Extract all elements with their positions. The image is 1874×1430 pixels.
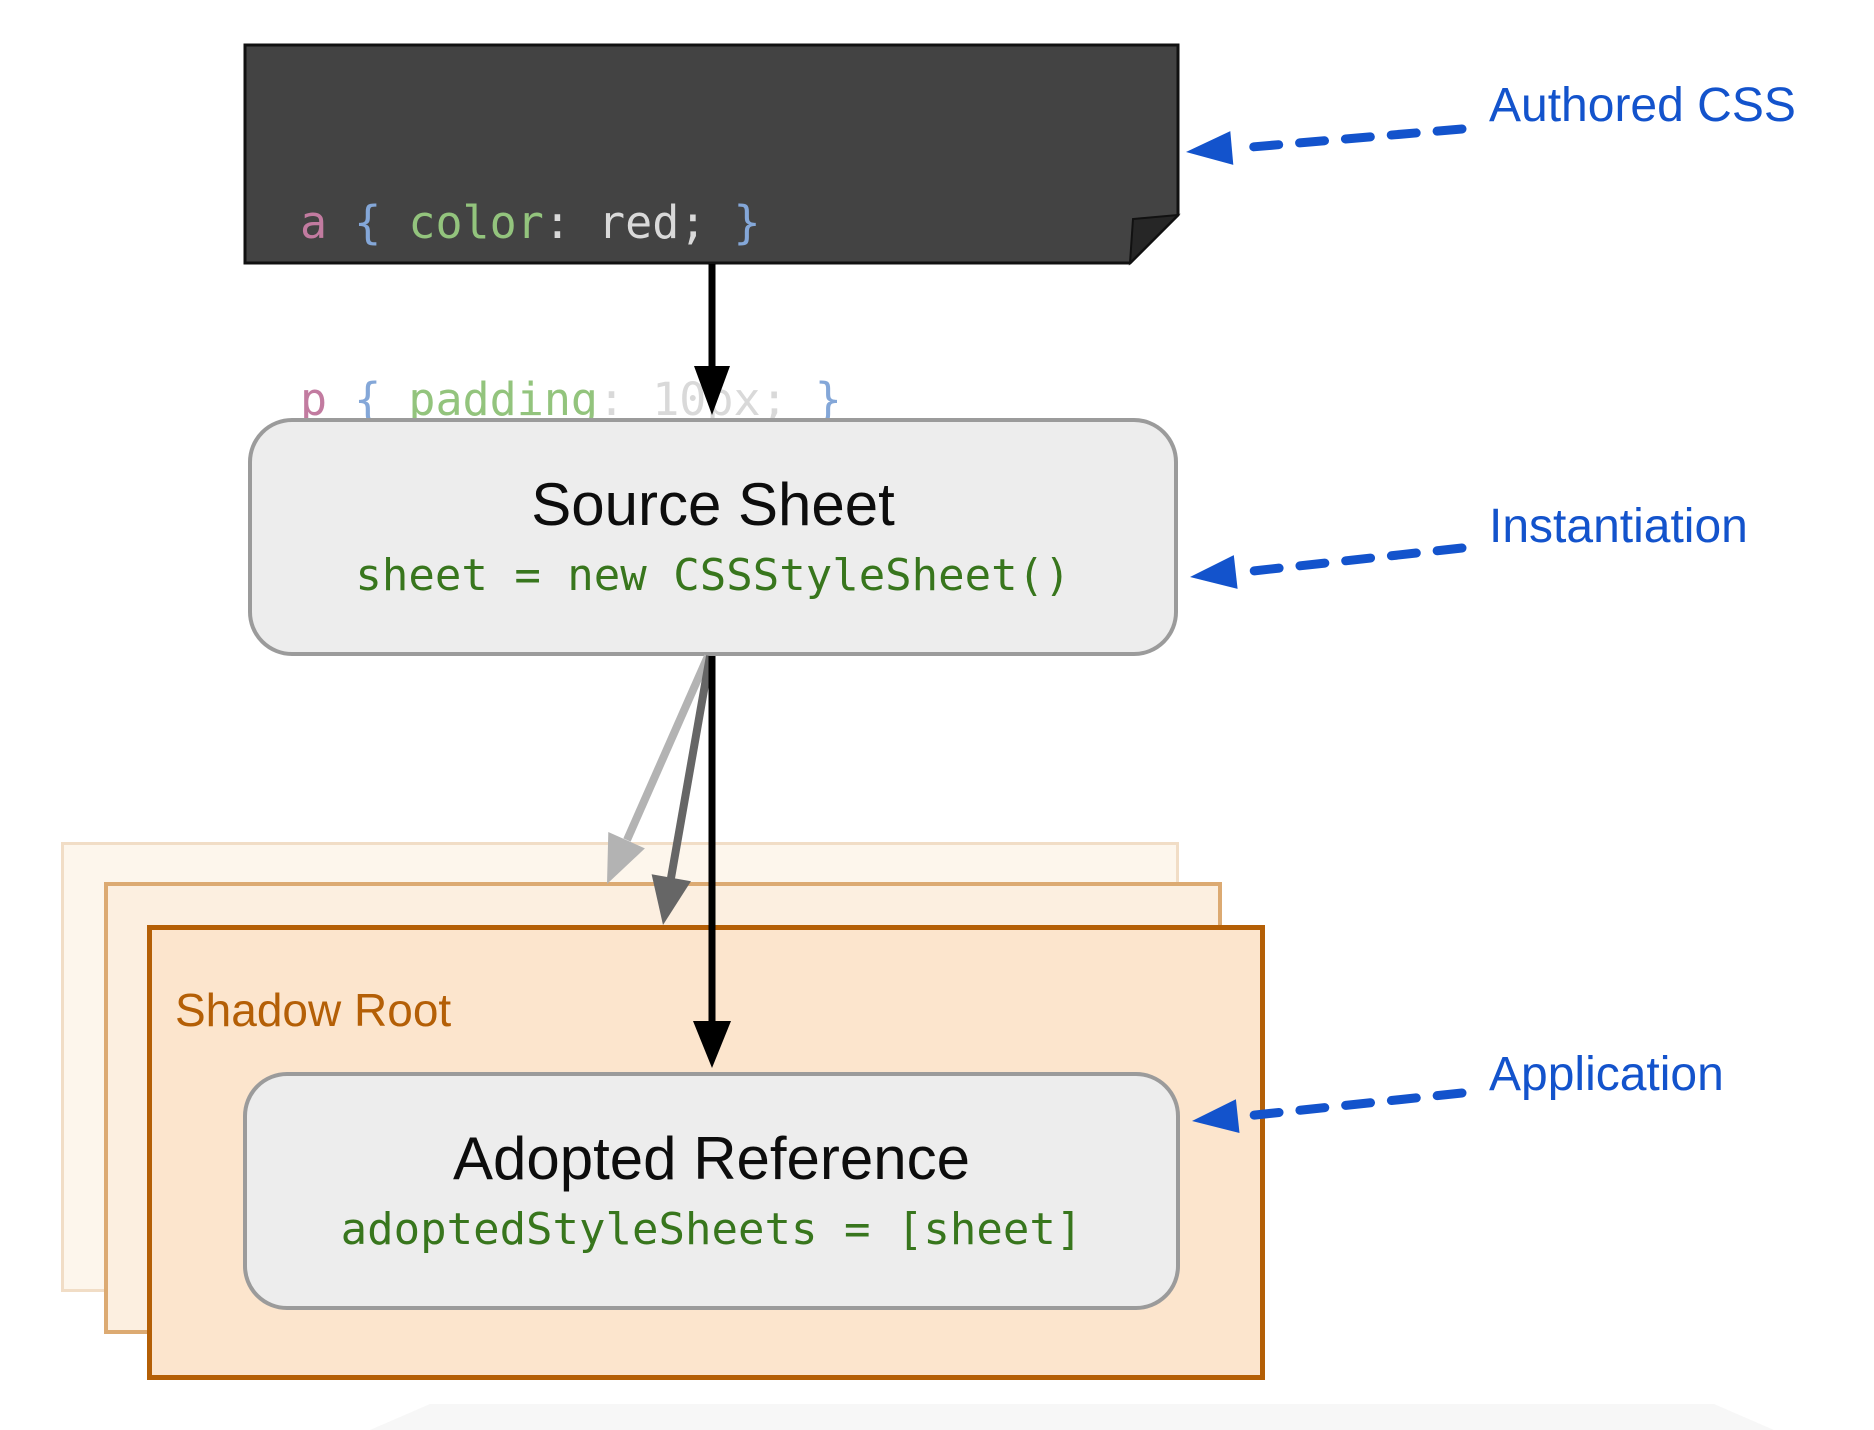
css-close-brace: } — [706, 196, 761, 249]
bottom-shelf-shape — [370, 1404, 1774, 1430]
css-selector: a — [300, 196, 328, 249]
css-open-brace: { — [327, 196, 409, 249]
annotation-application: Application — [1489, 1048, 1724, 1101]
annotation-arrow-instantiation — [1190, 543, 1467, 589]
annotation-arrow-authored-css — [1186, 124, 1467, 165]
css-semicolon: ; — [760, 373, 788, 426]
adopted-reference-code: adoptedStyleSheets = [sheet] — [340, 1204, 1083, 1255]
adopted-reference-title: Adopted Reference — [452, 1125, 971, 1192]
css-open-brace: { — [327, 373, 409, 426]
css-colon: : — [598, 373, 653, 426]
authored-css-code: a { color: red; } p { padding: 10px; } — [245, 45, 1178, 426]
css-property: color — [408, 196, 544, 249]
css-selector: p — [300, 373, 328, 426]
css-property: padding — [408, 373, 599, 426]
source-sheet-title: Source Sheet — [531, 471, 895, 538]
css-rule-line: p { padding: 10px; } — [300, 370, 1178, 429]
shadow-root-label: Shadow Root — [175, 984, 452, 1036]
css-rule-line: a { color: red; } — [300, 193, 1178, 252]
adopted-reference-box: Adopted Reference adoptedStyleSheets = [… — [243, 1072, 1180, 1310]
source-sheet-box: Source Sheet sheet = new CSSStyleSheet() — [248, 418, 1178, 656]
annotation-instantiation: Instantiation — [1489, 500, 1748, 553]
css-value: red — [598, 196, 680, 249]
source-sheet-code: sheet = new CSSStyleSheet() — [355, 550, 1071, 601]
css-semicolon: ; — [679, 196, 707, 249]
css-colon: : — [543, 196, 599, 249]
css-close-brace: } — [787, 373, 842, 426]
annotation-authored-css: Authored CSS — [1489, 79, 1796, 132]
